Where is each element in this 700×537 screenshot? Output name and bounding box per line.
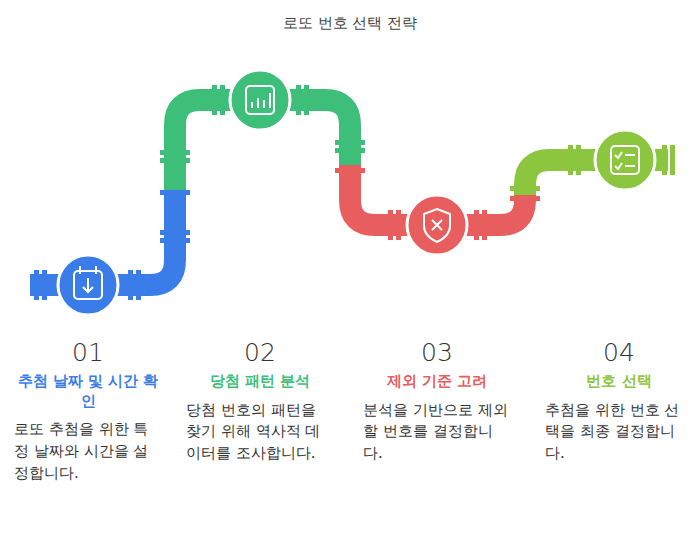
diagram-title: 로또 번호 선택 전략 <box>0 14 700 33</box>
step-description: 추첨을 위한 번호 선택을 최종 결정합니다. <box>545 400 693 465</box>
pipe-flanges <box>34 85 675 300</box>
step-column: 02 당첨 패턴 분석당첨 번호의 패턴을 찾기 위해 역사적 데이터를 조사합니… <box>186 338 334 465</box>
step-description: 분석을 기반으로 제외할 번호를 결정합니다. <box>363 400 511 465</box>
bar-chart-icon <box>230 70 290 130</box>
step-heading: 제외 기준 고려 <box>363 372 511 392</box>
step-column: 04 번호 선택추첨을 위한 번호 선택을 최종 결정합니다. <box>545 338 693 465</box>
step-number: 04 <box>545 338 693 368</box>
step-number: 02 <box>186 338 334 368</box>
checklist-icon <box>595 130 655 190</box>
calendar-icon <box>58 255 118 315</box>
step-number: 03 <box>363 338 511 368</box>
step-number: 01 <box>14 338 162 368</box>
step-description: 당첨 번호의 패턴을 찾기 위해 역사적 데이터를 조사합니다. <box>186 400 334 465</box>
step-description: 로또 추첨을 위한 특정 날짜와 시간을 설정합니다. <box>14 419 162 484</box>
step-heading: 추첨 날짜 및 시간 확인 <box>14 372 162 411</box>
step-heading: 번호 선택 <box>545 372 693 392</box>
shield-x-icon <box>407 195 467 255</box>
step-column: 01 추첨 날짜 및 시간 확인로또 추첨을 위한 특정 날짜와 시간을 설정합니… <box>14 338 162 484</box>
step-column: 03 제외 기준 고려분석을 기반으로 제외할 번호를 결정합니다. <box>363 338 511 465</box>
step-heading: 당첨 패턴 분석 <box>186 372 334 392</box>
